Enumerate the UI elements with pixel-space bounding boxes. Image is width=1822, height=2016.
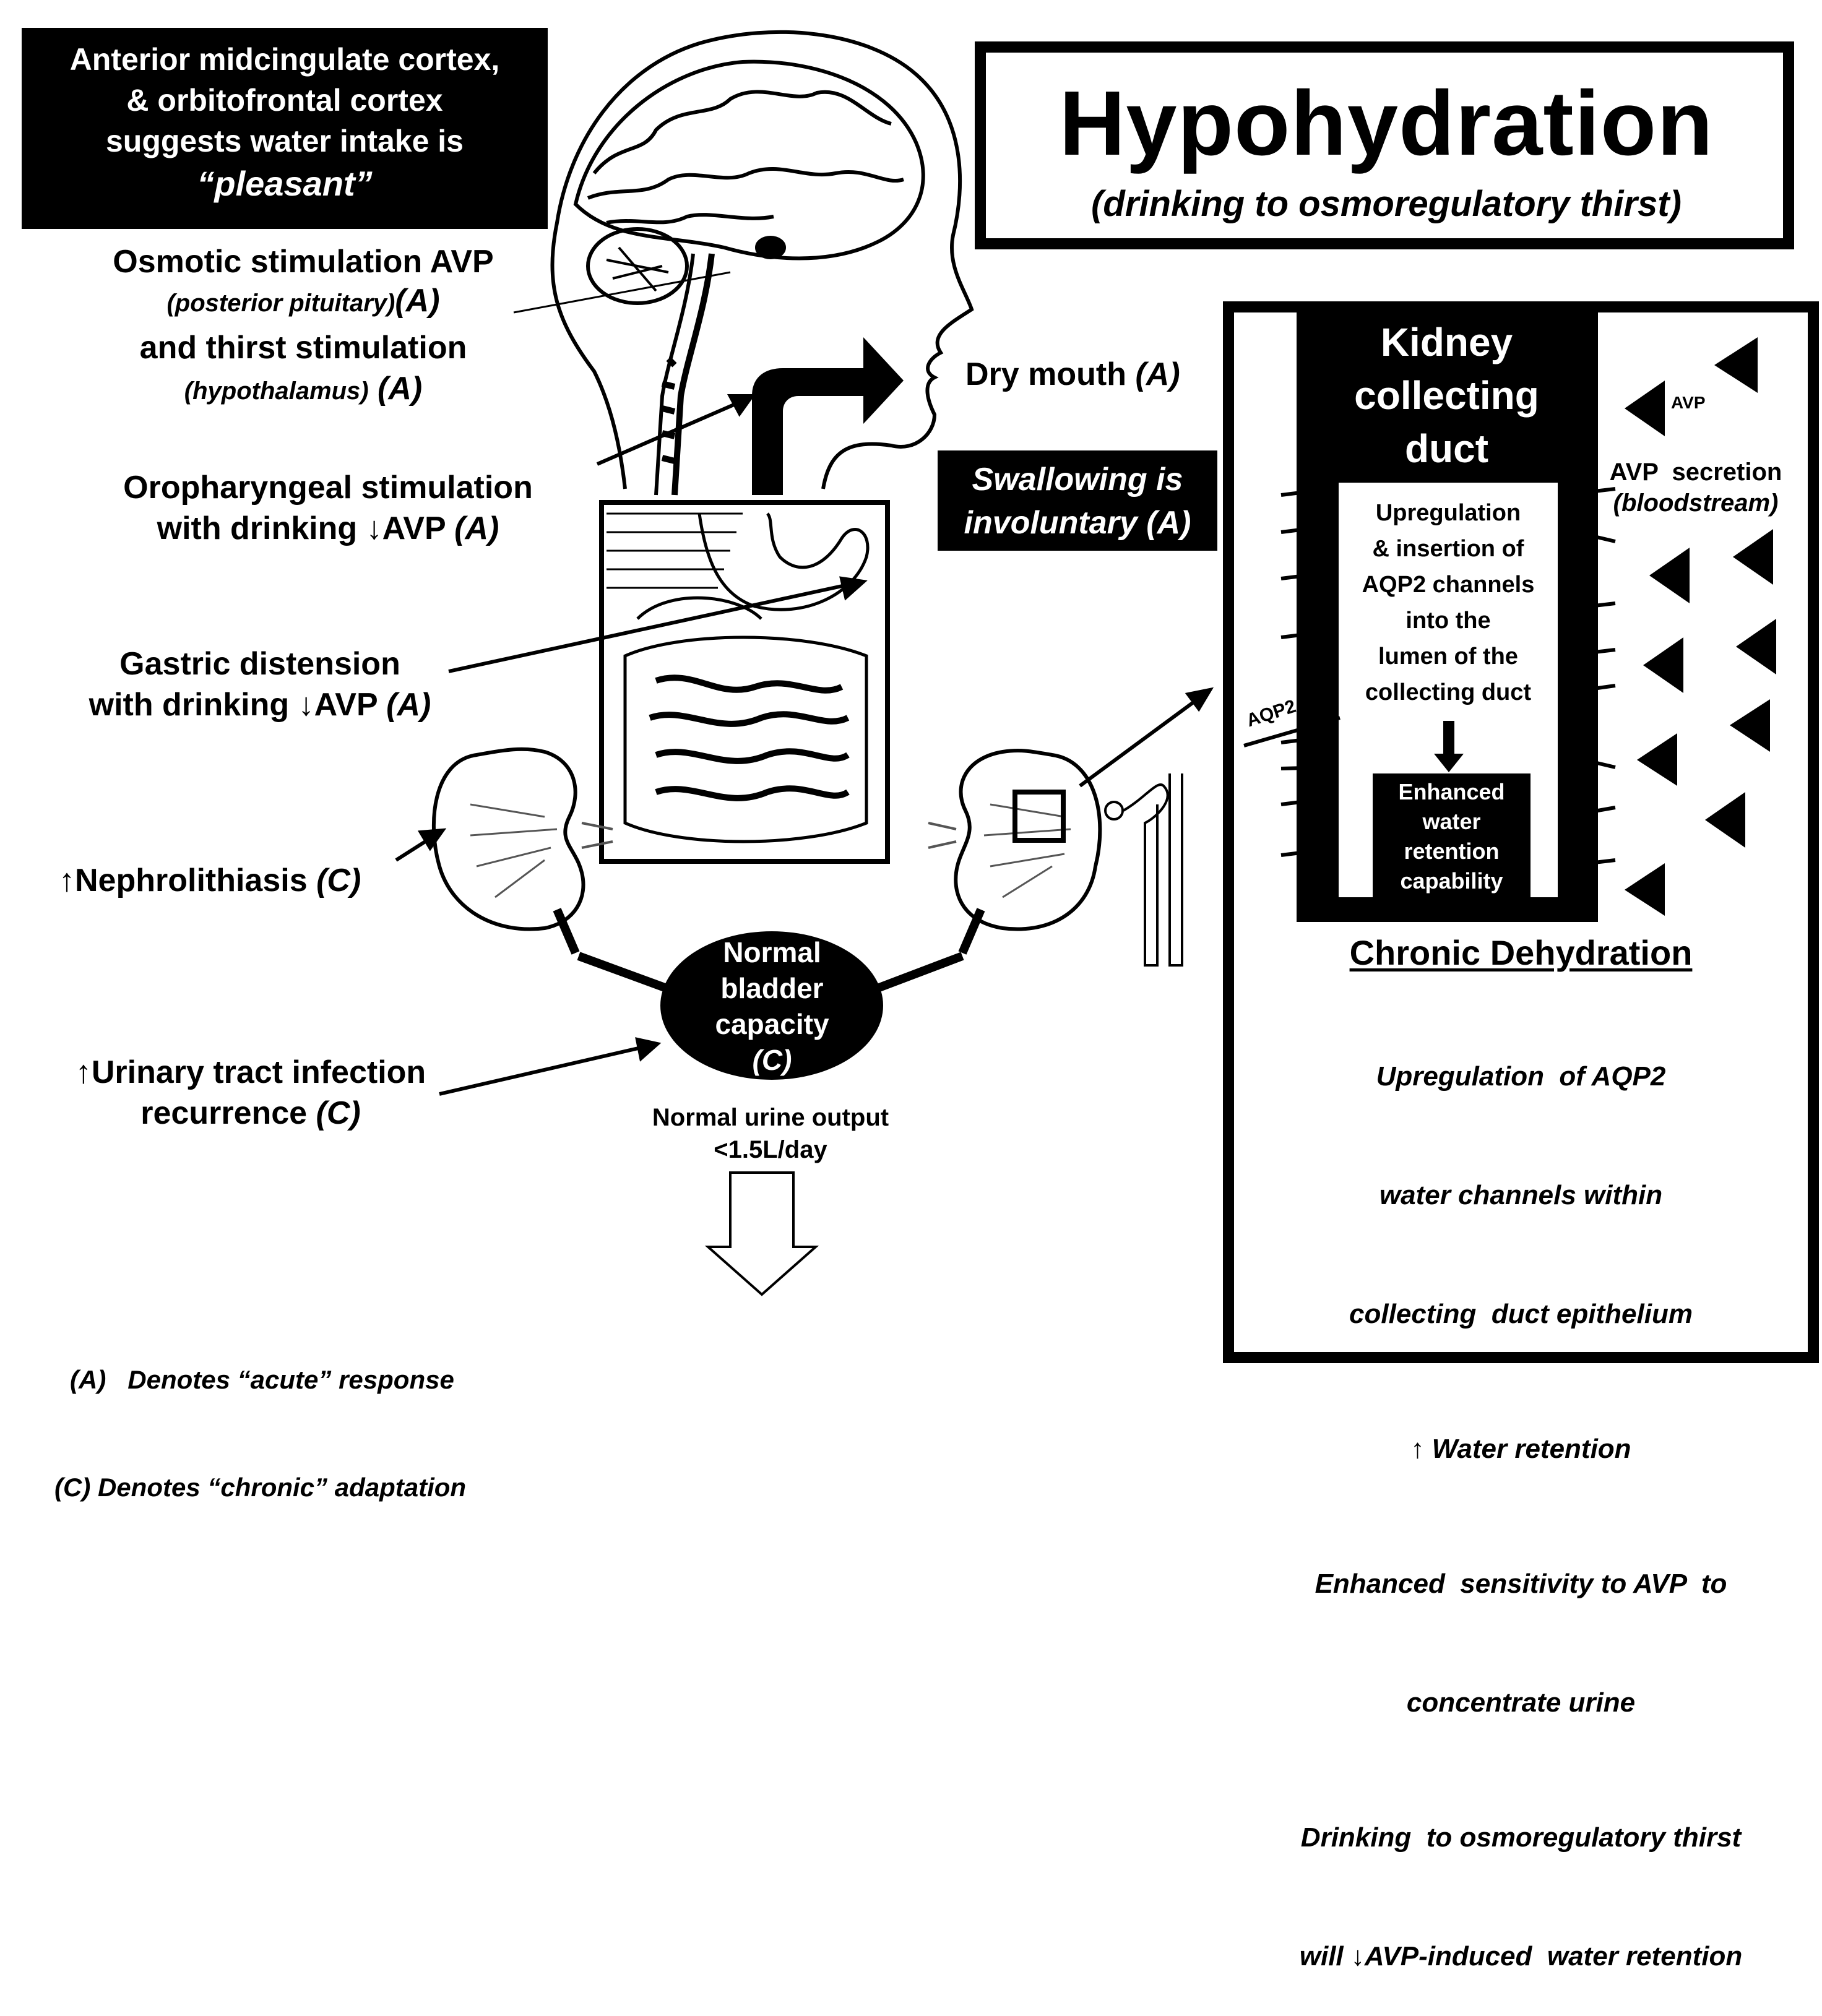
dry-mouth-text: Dry mouth: [965, 356, 1136, 392]
osmotic-stimulation-label: Osmotic stimulation AVP (posterior pitui…: [74, 241, 532, 417]
chronic-dehydration-details: Upregulation of AQP2 water channels with…: [1238, 978, 1804, 2016]
bladder-line-2: bladder: [720, 972, 824, 1004]
swallowing-box: Swallowing is involuntary (A): [938, 450, 1217, 551]
upreg-line-3: AQP2 channels: [1362, 572, 1535, 598]
gastric-line-1: Gastric distension: [119, 646, 400, 682]
gastric-text: with drinking ↓AVP: [89, 687, 387, 723]
thirst-tag-a: (A): [368, 371, 423, 407]
chronic-line-6: concentrate urine: [1406, 1687, 1636, 1718]
legend: (A) Denotes “acute” response (C) Denotes…: [54, 1290, 466, 1541]
chronic-line-1: Upregulation of AQP2: [1376, 1061, 1666, 1092]
pituitary-pointer-line: [513, 271, 731, 314]
chronic-line-7: Drinking to osmoregulatory thirst: [1300, 1822, 1742, 1853]
chronic-line-3: collecting duct epithelium: [1349, 1299, 1693, 1329]
cortex-line-4: “pleasant”: [197, 164, 373, 203]
upreg-line-4: into the: [1405, 608, 1491, 634]
big-curved-arrow: [752, 337, 904, 495]
legend-chronic: (C) Denotes “chronic” adaptation: [54, 1473, 467, 1502]
enhanced-line-4: capability: [1400, 868, 1503, 894]
enhanced-retention-box: Enhanced water retention capability: [1373, 773, 1531, 900]
upreg-line-5: lumen of the: [1378, 644, 1518, 670]
enhanced-line-2: water: [1422, 809, 1481, 834]
enhanced-line-3: retention: [1404, 838, 1500, 864]
title-box-border: [975, 41, 1794, 249]
avp-secretion-label: AVP secretion (bloodstream): [1591, 457, 1801, 519]
oropharyngeal-tag: (A): [454, 510, 499, 546]
bladder-line-3: capacity: [715, 1008, 829, 1040]
enhanced-line-1: Enhanced: [1398, 779, 1505, 804]
bladder-line-4: (C): [752, 1044, 792, 1076]
uti-label: ↑Urinary tract infection recurrence (C): [50, 1052, 452, 1134]
torso-gut-illustration: [599, 500, 890, 864]
urine-line-2: <1.5L/day: [714, 1136, 827, 1163]
kidney-duct-title-2: collecting: [1354, 373, 1539, 418]
kidney-duct-title: Kidney collecting duct: [1300, 316, 1594, 475]
oropharyngeal-text: with drinking ↓AVP: [157, 510, 455, 546]
oropharyngeal-line-2: with drinking ↓AVP (A): [87, 508, 569, 549]
kidney-duct-title-1: Kidney: [1380, 320, 1513, 364]
urine-output-label: Normal urine output <1.5L/day: [619, 1101, 922, 1166]
chronic-line-2: water channels within: [1379, 1180, 1663, 1210]
avp-label: AVP: [1671, 393, 1706, 412]
gastric-distension-label: Gastric distension with drinking ↓AVP (A…: [56, 644, 464, 725]
gastric-tag: (A): [386, 687, 431, 723]
uti-tag: (C): [316, 1095, 361, 1131]
osmotic-tag-a: (A): [395, 283, 440, 319]
bladder-label: Normal bladder capacity (C): [675, 934, 870, 1078]
urine-line-1: Normal urine output: [652, 1104, 889, 1131]
cortex-box: Anterior midcingulate cortex, & orbitofr…: [22, 28, 548, 229]
kidney-duct-title-3: duct: [1404, 426, 1489, 471]
posterior-pituitary-text: (posterior pituitary): [166, 290, 395, 317]
swallowing-line-1: Swallowing is: [972, 462, 1183, 498]
dry-mouth-label: Dry mouth (A): [965, 354, 1180, 395]
osmotic-line-4: (hypothalamus) (A): [74, 368, 532, 417]
upreg-line-1: Upregulation: [1375, 500, 1521, 526]
legend-acute: (A) Denotes “acute” response: [70, 1365, 454, 1394]
kidney-zoom-box: [1012, 790, 1066, 843]
upreg-line-2: & insertion of: [1372, 536, 1524, 562]
chronic-line-5: Enhanced sensitivity to AVP to: [1315, 1569, 1727, 1599]
uti-line-1: ↑Urinary tract infection: [75, 1054, 426, 1090]
cortex-line-2: & orbitofrontal cortex: [126, 83, 443, 118]
collecting-duct-shape: [1297, 312, 1598, 922]
aqp2-channel-ticks: [1243, 487, 1616, 868]
osmotic-line-3: and thirst stimulation: [139, 330, 467, 366]
left-kidney-illustration: [431, 747, 613, 955]
bloodstream-text: (bloodstream): [1613, 489, 1779, 517]
uti-line-2: recurrence (C): [50, 1093, 452, 1134]
pointer-arrows: [395, 394, 1214, 1096]
gastric-line-2: with drinking ↓AVP (A): [56, 684, 464, 725]
osmotic-line-2: (posterior pituitary)(A): [74, 282, 532, 327]
chronic-dehydration-title: Chronic Dehydration: [1349, 933, 1693, 972]
avp-secretion-text: AVP secretion: [1609, 459, 1782, 486]
chronic-line-4: ↑ Water retention: [1410, 1434, 1631, 1464]
dry-mouth-tag: (A): [1135, 356, 1180, 392]
bladder-ellipse: [660, 931, 883, 1080]
nephrolithiasis-text: ↑Nephrolithiasis: [59, 863, 317, 898]
oropharyngeal-label: Oropharyngeal stimulation with drinking …: [87, 467, 569, 549]
nephron-illustration: [1104, 773, 1183, 967]
page-subtitle: (drinking to osmoregulatory thirst): [1091, 184, 1682, 224]
right-kidney-illustration: [928, 748, 1102, 955]
cortex-line-3: suggests water intake is: [105, 124, 464, 158]
osmotic-line-1: Osmotic stimulation AVP: [113, 244, 494, 280]
cortex-line-1: Anterior midcingulate cortex,: [69, 42, 500, 77]
avp-triangles: [1625, 337, 1776, 916]
swallowing-line-2: involuntary (A): [964, 505, 1191, 541]
page-title: Hypohydration: [1059, 72, 1714, 174]
nephrolithiasis-label: ↑Nephrolithiasis (C): [59, 860, 361, 901]
chronic-line-8: will ↓AVP-induced water retention: [1299, 1941, 1743, 1971]
nephrolithiasis-tag: (C): [316, 863, 361, 898]
uti-text: recurrence: [140, 1095, 316, 1131]
hypothalamus-text: (hypothalamus): [184, 377, 369, 405]
bladder-line-1: Normal: [723, 936, 821, 968]
upregulation-text: Upregulation & insertion of AQP2 channel…: [1339, 495, 1558, 710]
oropharyngeal-line-1: Oropharyngeal stimulation: [123, 470, 533, 506]
urine-output-arrow: [704, 1171, 819, 1296]
upreg-line-6: collecting duct: [1365, 679, 1532, 705]
